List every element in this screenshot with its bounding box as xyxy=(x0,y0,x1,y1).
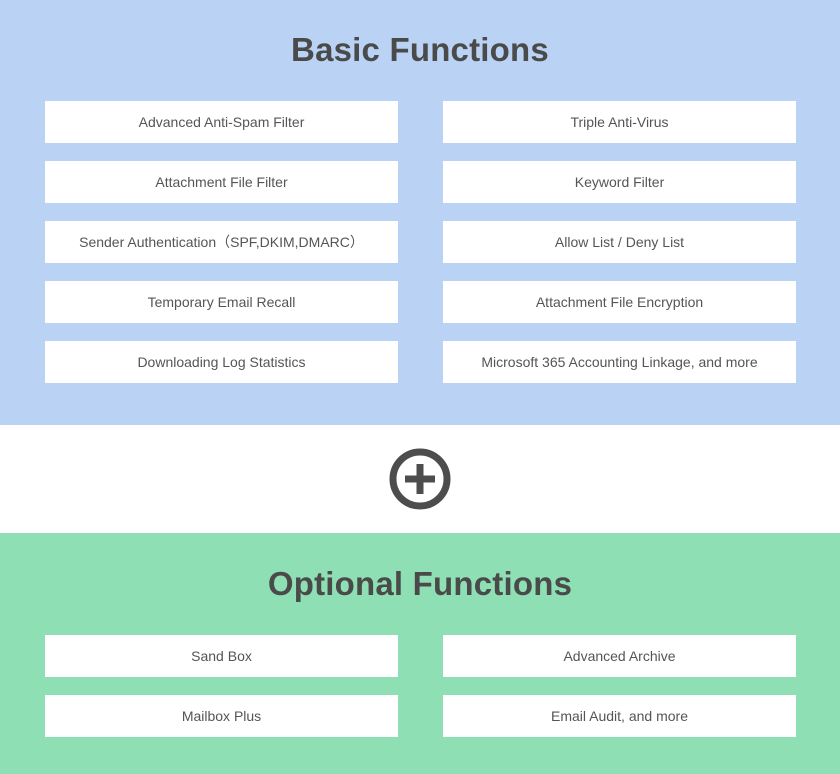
feature-card-label: Sand Box xyxy=(191,647,252,664)
feature-card-label: Sender Authentication（SPF,DKIM,DMARC） xyxy=(79,233,364,250)
plus-circle-icon xyxy=(388,447,452,511)
feature-card[interactable]: Allow List / Deny List xyxy=(443,221,796,263)
feature-card-label: Email Audit, and more xyxy=(551,707,688,724)
feature-card-label: Mailbox Plus xyxy=(181,707,262,724)
feature-card[interactable]: Email Audit, and more xyxy=(443,695,796,737)
feature-card-label: Temporary Email Recall xyxy=(147,293,296,310)
basic-functions-card-grid: Advanced Anti-Spam Filter Triple Anti-Vi… xyxy=(45,101,796,383)
feature-card-label: Attachment File Encryption xyxy=(535,293,704,310)
feature-card-label: Triple Anti-Virus xyxy=(570,113,669,130)
feature-card-label: Advanced Anti-Spam Filter xyxy=(138,113,305,130)
feature-card[interactable]: Sender Authentication（SPF,DKIM,DMARC） xyxy=(45,221,398,263)
feature-card[interactable]: Temporary Email Recall xyxy=(45,281,398,323)
optional-functions-card-grid: Sand Box Advanced Archive Mailbox Plus E… xyxy=(45,635,796,737)
optional-functions-title: Optional Functions xyxy=(267,565,573,602)
feature-card[interactable]: Mailbox Plus xyxy=(45,695,398,737)
feature-card[interactable]: Sand Box xyxy=(45,635,398,677)
feature-card-label: Microsoft 365 Accounting Linkage, and mo… xyxy=(481,353,758,370)
feature-card[interactable]: Attachment File Encryption xyxy=(443,281,796,323)
feature-card-label: Downloading Log Statistics xyxy=(137,353,306,370)
feature-card-label: Attachment File Filter xyxy=(155,173,288,190)
feature-card[interactable]: Advanced Archive xyxy=(443,635,796,677)
feature-card-label: Keyword Filter xyxy=(574,173,665,190)
feature-card[interactable]: Triple Anti-Virus xyxy=(443,101,796,143)
feature-card-label: Allow List / Deny List xyxy=(554,233,685,250)
feature-card[interactable]: Downloading Log Statistics xyxy=(45,341,398,383)
basic-functions-title: Basic Functions xyxy=(291,31,549,68)
feature-card[interactable]: Attachment File Filter xyxy=(45,161,398,203)
feature-card[interactable]: Keyword Filter xyxy=(443,161,796,203)
feature-card-label: Advanced Archive xyxy=(563,647,676,664)
feature-card[interactable]: Microsoft 365 Accounting Linkage, and mo… xyxy=(443,341,796,383)
feature-card[interactable]: Advanced Anti-Spam Filter xyxy=(45,101,398,143)
